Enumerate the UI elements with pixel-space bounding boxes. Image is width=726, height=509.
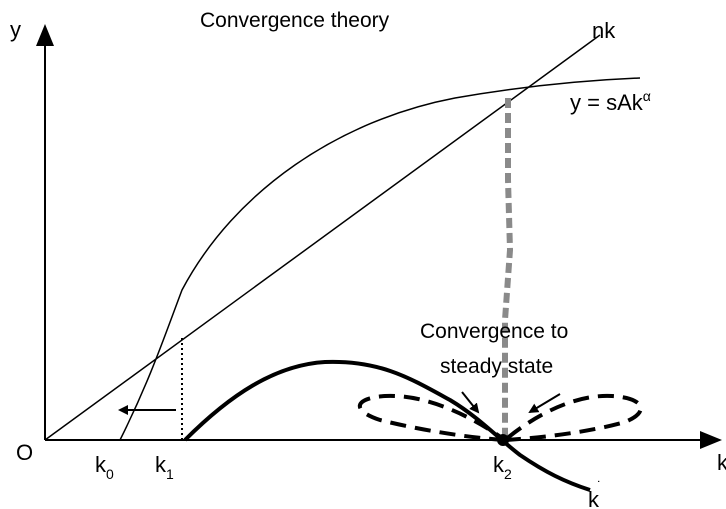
x-axis-label: k (717, 450, 726, 475)
y-axis-label: y (10, 17, 21, 42)
annotation-line-2: steady state (440, 355, 553, 378)
k-dot-label: k˙ (588, 478, 602, 509)
k2-label-base: k (493, 452, 505, 477)
k-dot-label-base: k (588, 487, 600, 509)
y-axis-arrow-icon (36, 24, 54, 46)
k1-label-sub: 1 (166, 466, 174, 482)
k2-label: k2 (493, 452, 512, 482)
k1-label-base: k (155, 452, 167, 477)
origin-label: O (16, 440, 33, 465)
k0-label-base: k (95, 452, 107, 477)
production-label: y = sAkα (570, 88, 651, 115)
steady-state-point (497, 434, 509, 446)
right-dashed-loop (503, 393, 643, 442)
k-dot-label-mark: ˙ (597, 478, 602, 494)
production-label-base: y = sAk (570, 90, 644, 115)
convergence-arrow-left (461, 391, 480, 414)
diagram-title: Convergence theory (200, 9, 390, 32)
nk-line (44, 34, 601, 441)
k2-label-sub: 2 (504, 466, 512, 482)
k-dot-curve (183, 359, 591, 492)
x-axis-arrow-icon (700, 431, 722, 449)
k0-label-sub: 0 (106, 466, 114, 482)
nk-label: nk (592, 18, 616, 43)
production-label-exponent: α (643, 88, 651, 104)
left-dashed-loop (357, 393, 507, 442)
steady-state-dashed-line (502, 98, 514, 440)
k0-label: k0 (95, 452, 114, 482)
k1-label: k1 (155, 452, 174, 482)
convergence-arrow-right (528, 393, 561, 414)
production-curve (119, 77, 641, 441)
annotation-line-1: Convergence to (420, 320, 568, 343)
